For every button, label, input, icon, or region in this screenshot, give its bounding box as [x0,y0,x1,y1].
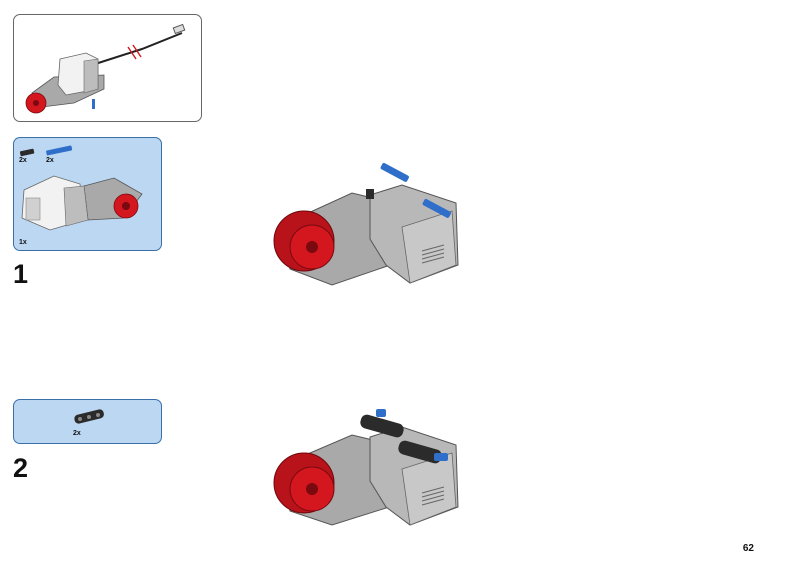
cable [91,32,183,66]
part-qty-blue-pin: 2x [46,157,54,164]
large-motor-icon [21,175,143,231]
step-1-number: 1 [13,259,29,289]
cable-plug [172,23,186,35]
blue-axle-pin [380,163,409,182]
part-qty-black-beam: 2x [73,430,81,437]
black-axle-pin [366,189,374,199]
step-1-assembly-illustration [273,163,459,286]
step-2-number: 2 [13,453,29,483]
black-axle-pin-icon [19,148,35,157]
page-number: 62 [742,543,754,554]
blue-axle-pin [434,453,448,461]
motor-with-cable-illustration [25,23,186,114]
black-beam [360,414,404,438]
preview-box [13,14,202,122]
blue-pin [92,99,95,109]
blue-axle-pin-icon [46,145,73,156]
blue-axle-pin [376,409,386,417]
step-1-parts-illustration [19,145,143,231]
black-beam-icon [74,409,104,424]
part-qty-motor: 1x [19,239,27,246]
black-beam [398,440,442,464]
step-1-parts-box: 2x 2x 1x [13,137,162,251]
blue-axle-pin [422,199,451,218]
break-mark-icon [127,44,142,60]
step-2-assembly-illustration [273,409,459,526]
step-2-parts-box: 2x [13,399,162,444]
step-2-parts-illustration [74,409,104,424]
part-qty-black-pin: 2x [19,157,27,164]
